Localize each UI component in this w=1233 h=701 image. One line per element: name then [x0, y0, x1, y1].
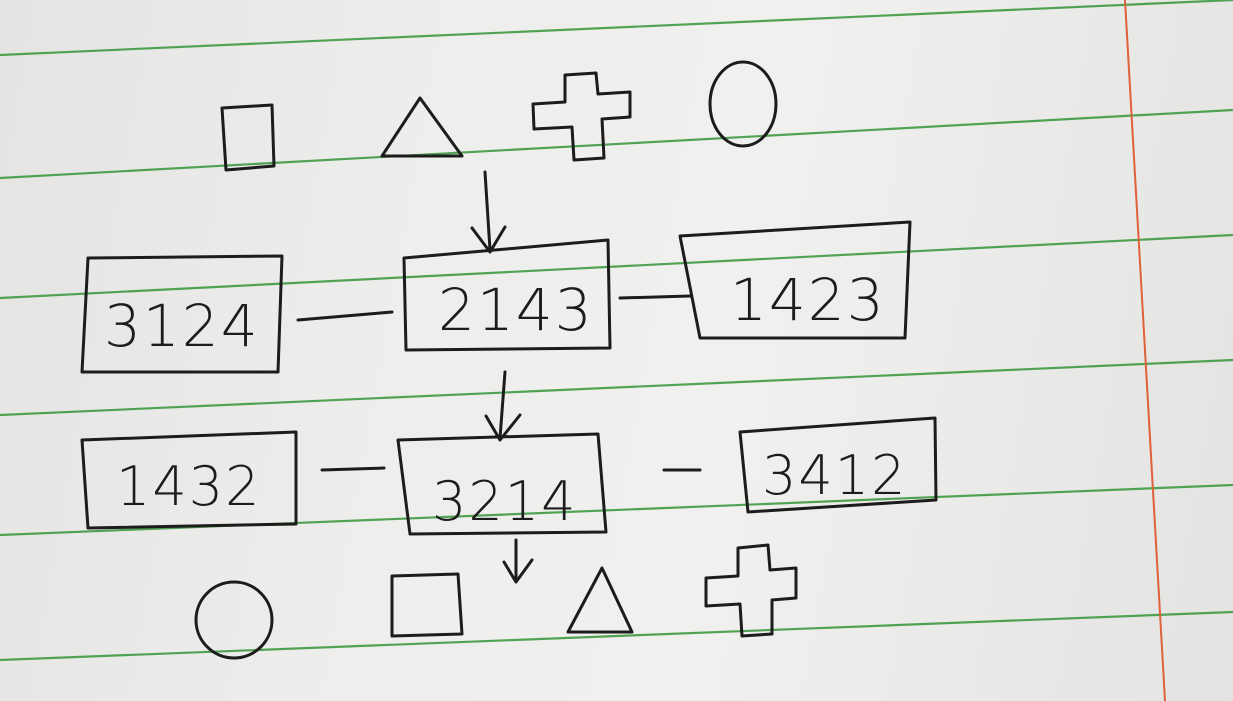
label-row1-left: 3124 [104, 292, 260, 360]
ruled-line [0, 0, 1233, 57]
ruled-line [0, 108, 1233, 180]
label-row2-left: 1432 [116, 455, 261, 518]
circle-icon [708, 60, 778, 148]
top-symbol-row [220, 60, 778, 172]
ruled-lines [0, 0, 1233, 662]
label-row2-center: 3214 [432, 470, 577, 533]
ruled-line [0, 610, 1233, 662]
box-row2-center [396, 432, 608, 536]
plus-icon [531, 71, 632, 162]
arrow-down-icon [484, 370, 522, 442]
ruled-line [0, 233, 1233, 300]
circle-icon [194, 580, 274, 660]
ruled-line [0, 358, 1233, 417]
connector-dash [618, 294, 692, 300]
square-icon [220, 103, 276, 172]
label-row1-right: 1423 [730, 266, 886, 334]
triangle-icon [566, 566, 634, 634]
connector-dash [320, 466, 386, 472]
box-row1-right [678, 220, 912, 340]
box-row1-left [80, 254, 284, 374]
box-row2-left [80, 430, 298, 530]
margin-line [1124, 0, 1166, 701]
label-row2-right: 3412 [762, 444, 907, 507]
connector-dash [296, 310, 394, 322]
square-icon [390, 572, 464, 638]
row-2: 1432 3214 3412 [80, 416, 938, 536]
bottom-symbol-row [194, 543, 798, 660]
box-row2-right [738, 416, 938, 514]
arrow-down-icon [470, 170, 507, 254]
row-1: 3124 2143 1423 [80, 220, 912, 374]
box-row1-center [402, 238, 612, 352]
arrow-down-icon [502, 538, 534, 584]
plus-icon [704, 543, 798, 638]
label-row1-center: 2143 [438, 276, 594, 344]
triangle-icon [380, 96, 464, 158]
